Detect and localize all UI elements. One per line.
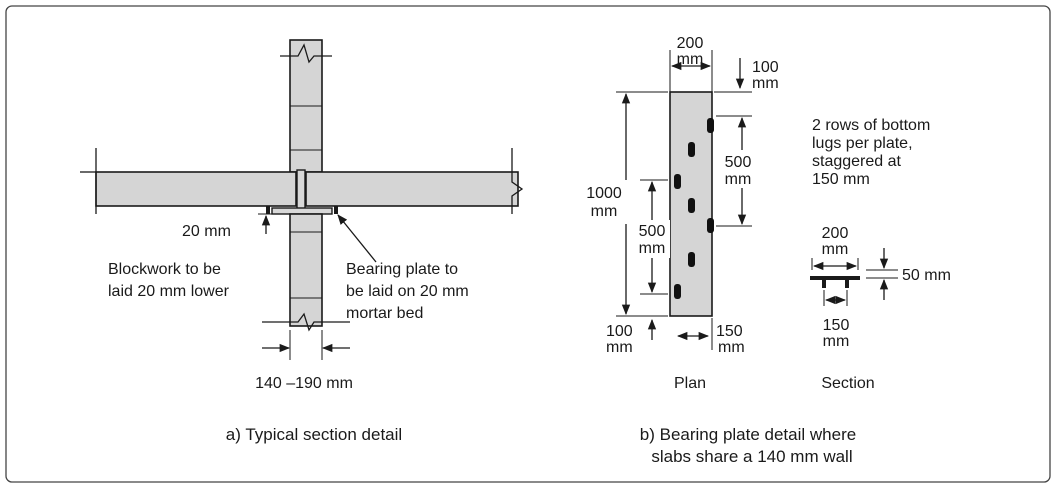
slab-right-break-line bbox=[511, 148, 524, 214]
plan-length-value: 1000 bbox=[586, 185, 622, 202]
lug-note-line4: 150 mm bbox=[812, 171, 870, 188]
section-lug-unit: mm bbox=[823, 333, 850, 350]
plan-spacing-left-value: 500 bbox=[639, 223, 666, 240]
plan-top-offset-value: 100 bbox=[752, 59, 779, 76]
bearing-note-line2: be laid on 20 mm bbox=[346, 283, 469, 300]
panel-b-caption-line1: b) Bearing plate detail where bbox=[640, 425, 856, 444]
left-slab bbox=[95, 171, 297, 207]
wall-width-label: 140 –190 mm bbox=[255, 375, 353, 392]
lug-note-line2: lugs per plate, bbox=[812, 135, 913, 152]
panel-a-caption: a) Typical section detail bbox=[226, 425, 402, 444]
section-plate bbox=[810, 276, 860, 280]
joint-bearing-plate bbox=[296, 169, 306, 211]
blockwork-note-line1: Blockwork to be bbox=[108, 261, 221, 278]
section-width-value: 200 bbox=[822, 225, 849, 242]
lug-note-line3: staggered at bbox=[812, 153, 902, 170]
plan-top-offset-unit: mm bbox=[752, 75, 779, 92]
bearing-note-line3: mortar bed bbox=[346, 305, 423, 322]
section-lug bbox=[822, 280, 826, 288]
bearing-plate-leader bbox=[337, 214, 377, 263]
blockwork-note-line2: laid 20 mm lower bbox=[108, 283, 230, 300]
plan-length-label-bg bbox=[582, 180, 630, 224]
plan-width-value: 200 bbox=[677, 35, 704, 52]
dim-20mm-label: 20 mm bbox=[182, 223, 231, 240]
lug-note: 2 rows of bottom lugs per plate, stagger… bbox=[812, 117, 930, 188]
bearing-plate bbox=[271, 207, 333, 215]
wall-break-line-top bbox=[280, 43, 332, 64]
plan-spacing-left-label-bg bbox=[634, 220, 670, 258]
panel-b-section-view: 200 mm 50 mm 150 mm Section bbox=[810, 225, 951, 392]
panel-a-section-detail: 20 mm Blockwork to be laid 20 mm lower B… bbox=[80, 39, 524, 444]
plan-spacing-right-value: 500 bbox=[725, 154, 752, 171]
plan-spacing-left-unit: mm bbox=[639, 240, 666, 257]
plan-lug-offset-unit: mm bbox=[718, 339, 745, 356]
plan-length-unit: mm bbox=[591, 203, 618, 220]
section-title: Section bbox=[821, 375, 874, 392]
bearing-plate-lug bbox=[334, 206, 338, 214]
plate-lug bbox=[674, 174, 681, 189]
lower-blockwork-wall bbox=[289, 213, 323, 327]
bearing-note-line1: Bearing plate to bbox=[346, 261, 458, 278]
section-height-label: 50 mm bbox=[902, 267, 951, 284]
section-lug bbox=[845, 280, 849, 288]
figure-frame bbox=[5, 5, 1051, 483]
plate-lug bbox=[707, 218, 714, 233]
plate-lug bbox=[674, 284, 681, 299]
plan-spacing-right-label-bg bbox=[726, 150, 762, 188]
bearing-plate-lug bbox=[266, 206, 270, 214]
plate-lug bbox=[688, 252, 695, 267]
plan-bottom-offset-unit: mm bbox=[606, 339, 633, 356]
right-slab bbox=[305, 171, 519, 207]
lug-note-line1: 2 rows of bottom bbox=[812, 117, 930, 134]
section-width-unit: mm bbox=[822, 241, 849, 258]
wall-break-line-bottom bbox=[262, 312, 350, 332]
plan-width-unit: mm bbox=[677, 51, 704, 68]
panel-b-plan-view: 200 mm 100 mm 1000 mm 500 mm 500 mm 100 … bbox=[582, 35, 779, 392]
plan-bottom-offset-value: 100 bbox=[606, 323, 633, 340]
plan-title: Plan bbox=[674, 375, 706, 392]
plate-lug bbox=[688, 142, 695, 157]
plan-spacing-right-unit: mm bbox=[725, 171, 752, 188]
panel-b-caption-line2: slabs share a 140 mm wall bbox=[651, 447, 852, 466]
plan-lug-offset-value: 150 bbox=[716, 323, 743, 340]
section-lug-value: 150 bbox=[823, 317, 850, 334]
plate-lug bbox=[707, 118, 714, 133]
plate-lug bbox=[688, 198, 695, 213]
